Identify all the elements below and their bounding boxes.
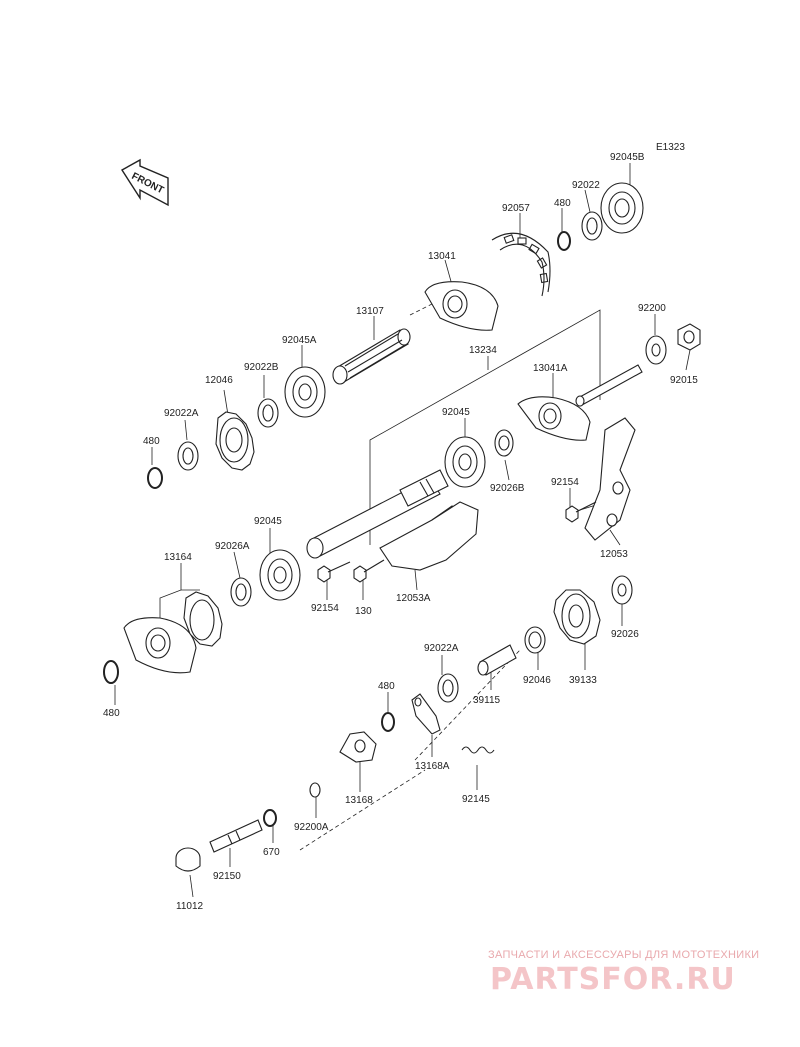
plate-12053	[584, 417, 636, 541]
label-12046: 12046	[205, 375, 233, 386]
cap-11012	[175, 847, 201, 872]
washer-92026b	[494, 429, 514, 457]
label-480-a: 480	[554, 198, 571, 209]
label-670: 670	[263, 847, 280, 858]
label-92046: 92046	[523, 675, 551, 686]
sprocket-13164	[183, 591, 223, 647]
label-92022a-a: 92022A	[164, 408, 199, 419]
washer-92022a-lower	[437, 673, 459, 703]
bearing-92045b	[600, 182, 644, 234]
label-39115: 39115	[473, 695, 501, 706]
washer-92022	[581, 211, 603, 241]
label-92045-a: 92045	[442, 407, 470, 418]
cam-13164	[123, 617, 197, 674]
oring-670	[263, 809, 277, 827]
label-92022b: 92022B	[244, 362, 279, 373]
label-480-d: 480	[103, 708, 120, 719]
label-480-c: 480	[378, 681, 395, 692]
sprocket-12046	[215, 411, 255, 471]
label-13168: 13168	[345, 795, 373, 806]
front-arrow-icon: FRONT	[121, 158, 169, 207]
label-92026: 92026	[611, 629, 639, 640]
label-92045a: 92045A	[282, 335, 317, 346]
label-13234: 13234	[469, 345, 497, 356]
label-92145: 92145	[462, 794, 490, 805]
cam-13041a	[517, 396, 591, 441]
needle-roller-13107	[332, 328, 411, 385]
watermark-logo: PARTSFOR.RU	[490, 962, 736, 997]
label-92200: 92200	[638, 303, 666, 314]
label-13041: 13041	[428, 251, 456, 262]
spring-92145	[461, 746, 495, 754]
arm-13168	[339, 731, 377, 763]
part-labels: E1323 92045B 92022 480 92057 13041 13107…	[103, 142, 698, 912]
label-13164: 13164	[164, 552, 192, 563]
bearing-92045-upper	[444, 436, 486, 488]
bolt-130	[353, 559, 385, 583]
sprocket-39133	[553, 589, 601, 645]
label-92022: 92022	[572, 180, 600, 191]
label-13168a: 13168A	[415, 761, 450, 772]
shaft-39115	[477, 644, 517, 676]
bearing-92045a	[284, 366, 326, 418]
label-92045-b: 92045	[254, 516, 282, 527]
bracket-12053a	[379, 501, 479, 571]
washer-92026	[611, 575, 633, 605]
nut-92015	[677, 323, 701, 351]
label-12053a: 12053A	[396, 593, 431, 604]
label-92150: 92150	[213, 871, 241, 882]
label-92026b: 92026B	[490, 483, 525, 494]
label-13107: 13107	[356, 306, 384, 317]
chain-92057	[491, 232, 551, 297]
label-480-b: 480	[143, 436, 160, 447]
bolt-92154-left	[317, 561, 351, 583]
watermark-tagline: ЗАПЧАСТИ И АКСЕССУАРЫ ДЛЯ МОТОТЕХНИКИ	[488, 949, 760, 961]
label-39133: 39133	[569, 675, 597, 686]
label-92154-b: 92154	[311, 603, 339, 614]
washer-92022a-left	[177, 441, 199, 471]
circlip-480-top	[557, 231, 571, 251]
diagram-code: E1323	[656, 142, 685, 153]
label-92015: 92015	[670, 375, 698, 386]
lever-13168a	[411, 693, 441, 735]
label-92154-a: 92154	[551, 477, 579, 488]
circlip-480-lower	[381, 712, 395, 732]
cam-13041	[424, 281, 499, 331]
washer-92022b	[257, 398, 279, 428]
label-92022a-b: 92022A	[424, 643, 459, 654]
shaft-13234	[306, 469, 449, 559]
label-13041a: 13041A	[533, 363, 568, 374]
shift-shaft-92200	[575, 335, 667, 407]
label-92057: 92057	[502, 203, 530, 214]
label-12053: 12053	[600, 549, 628, 560]
label-130: 130	[355, 606, 372, 617]
washer-92026a	[230, 577, 252, 607]
washer-92200a	[309, 782, 321, 798]
label-92200a: 92200A	[294, 822, 329, 833]
bolt-92150	[209, 819, 263, 853]
label-11012: 11012	[176, 901, 204, 912]
bearing-92045-lower	[259, 549, 301, 601]
bolt-92154-right	[565, 501, 597, 523]
needle-bearing-92046	[524, 626, 546, 654]
circlip-480-bottom-left	[103, 660, 119, 684]
circlip-480-left	[147, 467, 163, 489]
label-92026a: 92026A	[215, 541, 250, 552]
label-92045b: 92045B	[610, 152, 645, 163]
